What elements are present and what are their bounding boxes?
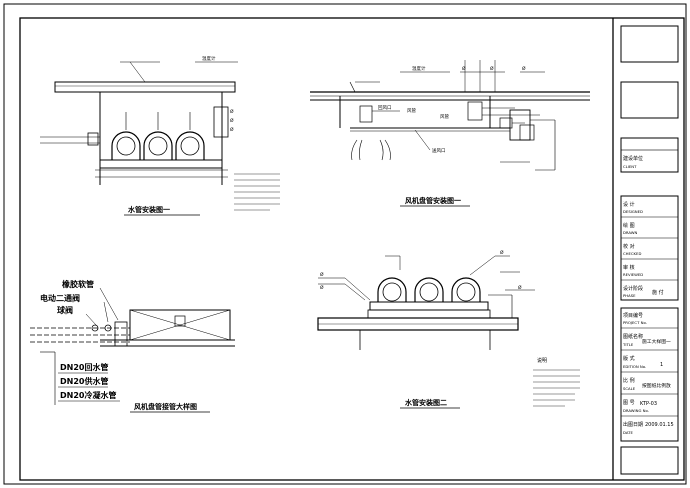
- label-d1-c: Ø: [230, 126, 234, 133]
- inner-border: [19, 17, 685, 481]
- phase-label-en: PHASE: [623, 293, 636, 298]
- support-beam: [99, 159, 223, 169]
- title-block: 建设单位 CLIENT 设 计 DESIGNED 绘 图 DRAWN 校 对 C…: [620, 25, 679, 475]
- client-label-en: CLIENT: [623, 164, 637, 169]
- drawing-no-value: KTP-03: [640, 401, 657, 407]
- label-duct-1: 风管: [407, 107, 416, 114]
- title-value: 施工大样图一: [642, 338, 671, 345]
- label-d4-a: Ø: [320, 271, 324, 278]
- drawing-4-title: 水管安装图二: [405, 398, 447, 407]
- title-label: 图纸名称: [623, 333, 643, 340]
- label-d4-d: Ø: [518, 284, 522, 291]
- date-label: 出图日期: [623, 421, 643, 428]
- label-supply-air: 送风口: [432, 147, 446, 154]
- drawing-water-pipe-1: 温度计 Ø Ø Ø 水管安装图一: [40, 55, 280, 216]
- designed-label: 设 计: [623, 201, 635, 208]
- date-label-en: DATE: [623, 430, 633, 435]
- project-no-label: 项目编号: [623, 312, 643, 319]
- phase-label: 设计阶段: [623, 285, 643, 292]
- project-no-label-en: PROJECT No.: [623, 320, 647, 325]
- label-d1-b: Ø: [230, 117, 234, 124]
- drawn-label: 绘 图: [623, 222, 635, 229]
- label-ball-valve: 球阀: [57, 305, 73, 315]
- label-rubber-hose: 橡胶软管: [62, 279, 94, 289]
- drawing-no-label-en: DRAWING No.: [623, 408, 649, 413]
- scale-label: 比 例: [623, 377, 635, 384]
- edition-value: 1: [660, 362, 663, 368]
- label-d4-b: Ø: [320, 284, 324, 291]
- pipe-6: [451, 277, 481, 302]
- scale-value: 按图纸比例放: [642, 382, 671, 389]
- ceiling-slab: [54, 81, 236, 93]
- date-value: 2009.01.15: [645, 422, 674, 428]
- drawing-1-title: 水管安装图一: [128, 205, 170, 214]
- drawing-no-label: 图 号: [623, 400, 635, 406]
- reviewed-label: 审 核: [623, 264, 635, 271]
- label-duct-2: 风管: [440, 113, 449, 120]
- label-d2-b: Ø: [490, 65, 494, 72]
- notes-2: [533, 369, 580, 407]
- drawing-fan-coil-detail: 橡胶软管 电动二通阀 球阀 DN20回水管 DN20供水管 DN20冷凝水管 风…: [30, 279, 235, 413]
- client-label: 建设单位: [623, 155, 643, 162]
- drawing-3-title: 风机盘管接管大样图: [134, 402, 197, 411]
- edition-label: 版 式: [623, 355, 635, 362]
- label-d1-a: Ø: [230, 108, 234, 115]
- drawing-2-title: 风机盘管安装图一: [405, 196, 461, 205]
- title-label-en: TITLE: [622, 342, 634, 347]
- drawing-water-pipe-2: Ø Ø Ø Ø 水管安装图二 说明: [317, 249, 580, 409]
- label-return-air: 回风口: [378, 105, 392, 111]
- label-d2-thermometer: 温度计: [412, 65, 426, 72]
- pipe-1: [111, 112, 141, 160]
- label-d2-c: Ø: [522, 65, 526, 72]
- label-electric-valve: 电动二通阀: [40, 293, 80, 303]
- edition-label-en: EDITION No.: [623, 364, 646, 369]
- label-d2-a: Ø: [462, 65, 466, 72]
- reviewed-label-en: REVIEWED: [623, 272, 643, 277]
- label-d4-c: Ø: [500, 249, 504, 256]
- drawing-fan-coil-1: 回风口 风管 风管 送风口 温度计 Ø Ø Ø 风机盘管安装图一: [310, 60, 590, 207]
- phase-value: 施 付: [652, 289, 664, 296]
- pipe-4: [377, 277, 407, 302]
- label-thermometer: 温度计: [202, 55, 216, 62]
- pipe-2: [143, 112, 173, 160]
- notes-1: [234, 173, 280, 211]
- pipe-3: [175, 112, 205, 160]
- designed-label-en: DESIGNED: [623, 209, 643, 214]
- drawn-label-en: DRAWN: [623, 230, 638, 235]
- pipe-5: [414, 277, 444, 302]
- label-return-pipe: DN20回水管: [60, 362, 108, 372]
- label-supply-pipe: DN20供水管: [60, 376, 108, 386]
- notes-title: 说明: [537, 357, 547, 364]
- label-condensate-pipe: DN20冷凝水管: [60, 390, 116, 400]
- checked-label: 校 对: [623, 243, 635, 250]
- outer-border: [3, 3, 687, 485]
- checked-label-en: CHECKED: [623, 251, 641, 256]
- scale-label-en: SCALE: [623, 386, 636, 391]
